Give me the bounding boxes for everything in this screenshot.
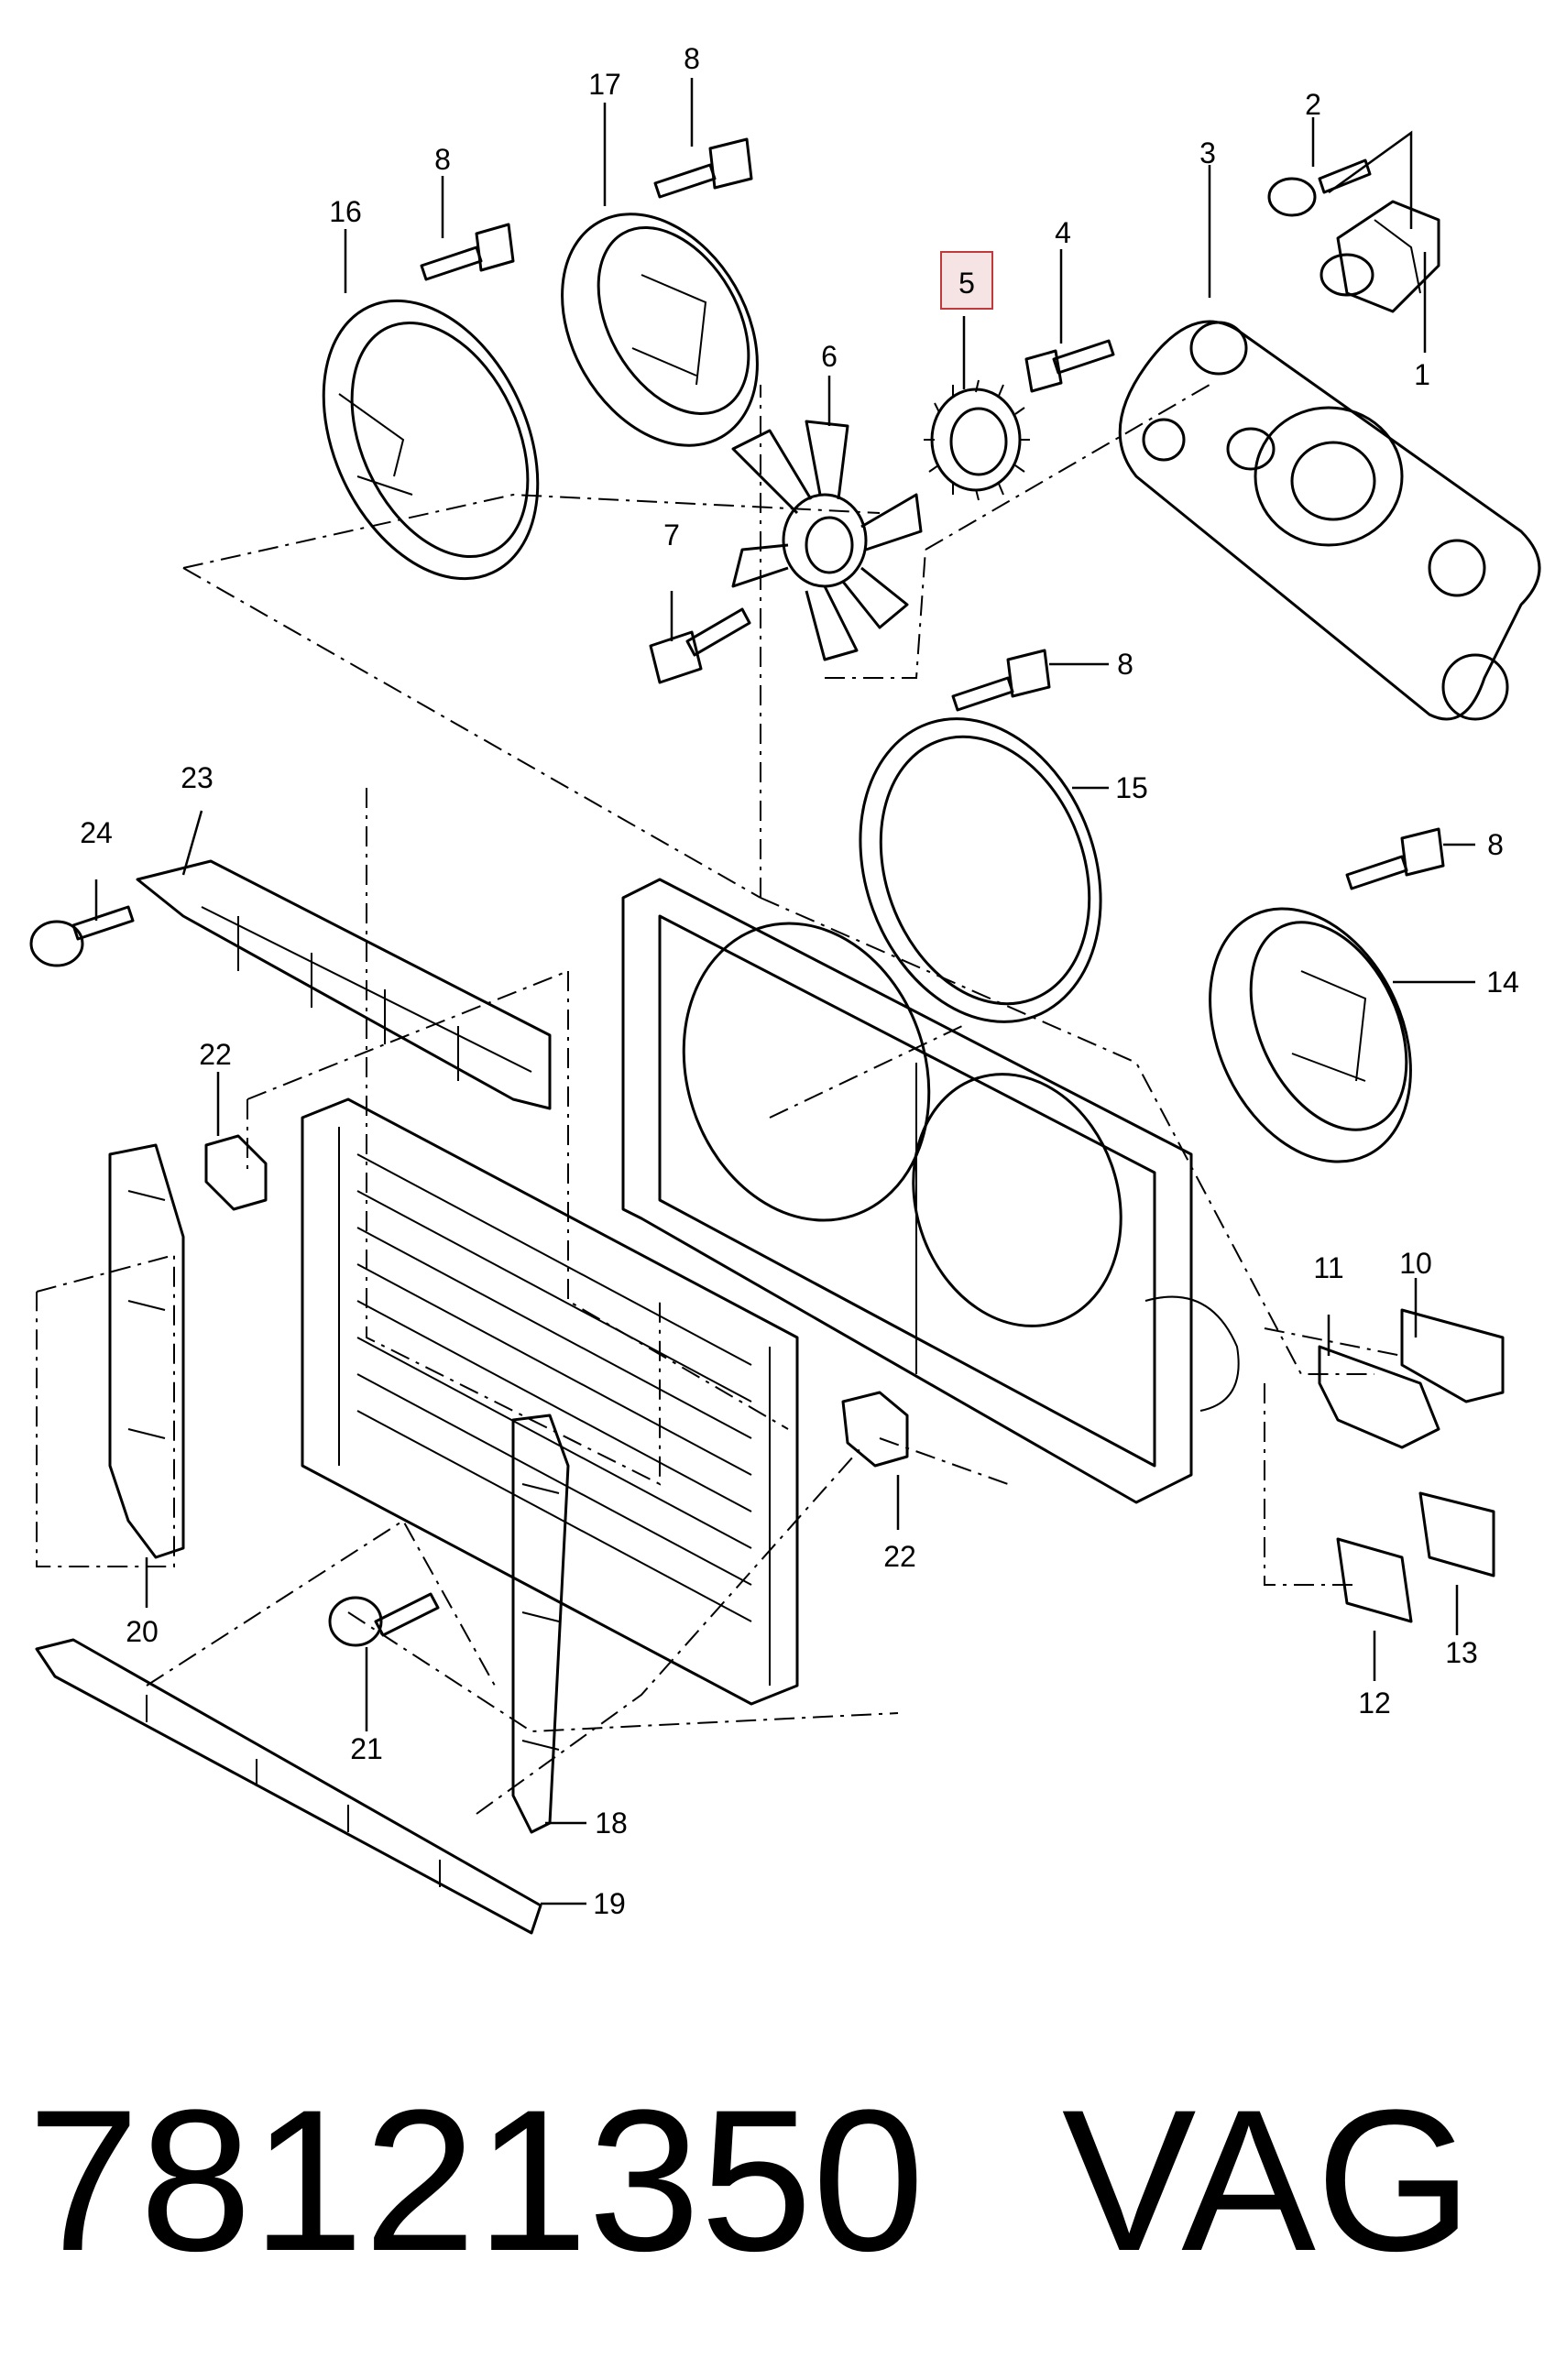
callout-22-lower: 22 — [883, 1540, 916, 1573]
side-air-guide-20 — [108, 1143, 185, 1559]
bolt-2 — [1267, 158, 1372, 217]
callout-11: 11 — [1313, 1251, 1343, 1284]
callout-16: 16 — [329, 195, 362, 228]
radiator — [301, 1097, 799, 1706]
callout-3: 3 — [1199, 136, 1216, 169]
assembly-centerlines — [36, 384, 1403, 1815]
tensioner-bracket-1 — [1320, 200, 1440, 313]
callout-13: 13 — [1445, 1636, 1478, 1669]
callout-15: 15 — [1115, 771, 1148, 804]
fan-6 — [731, 420, 923, 661]
callout-5-highlight — [940, 251, 993, 310]
bolt-4 — [1024, 339, 1115, 393]
callout-19: 19 — [593, 1887, 626, 1920]
part-footer: 78121350 VAG — [27, 2061, 1512, 2299]
callout-18: 18 — [595, 1807, 628, 1840]
callout-2: 2 — [1305, 88, 1321, 121]
side-air-guide-18 — [511, 1414, 570, 1834]
callout-1: 1 — [1414, 358, 1430, 391]
callout-12: 12 — [1358, 1687, 1391, 1719]
callout-4: 4 — [1055, 216, 1071, 249]
bolt-8-b — [653, 137, 753, 199]
callout-24: 24 — [80, 816, 113, 849]
callout-5: 5 — [958, 267, 975, 300]
fan-shroud-ring-15 — [859, 717, 1102, 1023]
brand-name: VAG — [1061, 2068, 1473, 2293]
fan-shroud-ring-16 — [322, 299, 540, 581]
callout-8-right: 8 — [1487, 828, 1504, 861]
callout-8-top: 8 — [684, 42, 700, 75]
bracket-13 — [1418, 1491, 1495, 1578]
callout-6: 6 — [821, 340, 838, 373]
callout-8-left: 8 — [434, 143, 451, 176]
radiator-frame-carrier — [621, 878, 1240, 1504]
callout-21: 21 — [350, 1732, 383, 1765]
bolt-8-c — [951, 649, 1051, 712]
callout-labels: 1 2 3 4 5 6 7 8 8 8 8 10 11 12 13 14 15 … — [80, 42, 1519, 1920]
fan-shroud-14 — [1209, 907, 1412, 1163]
air-guide-23 — [136, 859, 552, 1110]
fan-shroud-17 — [561, 213, 759, 447]
leader-lines — [94, 78, 1475, 1905]
part-number: 78121350 — [27, 2068, 925, 2293]
bolt-24 — [29, 905, 135, 967]
bracket-10 — [1400, 1308, 1505, 1403]
bracket-12 — [1336, 1537, 1413, 1623]
bracket-11 — [1318, 1345, 1440, 1449]
callout-10: 10 — [1399, 1247, 1432, 1280]
bolt-8-a — [420, 223, 515, 281]
callout-14: 14 — [1486, 966, 1519, 999]
callout-17: 17 — [588, 68, 621, 101]
clip-22-lower — [841, 1391, 909, 1468]
bolt-7 — [649, 607, 751, 684]
callout-8-middle: 8 — [1117, 648, 1133, 681]
callout-20: 20 — [126, 1615, 159, 1648]
callout-23: 23 — [181, 761, 214, 794]
callout-7: 7 — [663, 519, 680, 551]
viscous-coupling-5 — [924, 379, 1030, 501]
drive-belt-3 — [1118, 320, 1541, 721]
bolt-8-d — [1345, 827, 1445, 890]
callout-22-upper: 22 — [199, 1038, 232, 1071]
lower-air-guide-19 — [35, 1638, 542, 1935]
bolt-21 — [328, 1592, 440, 1647]
exploded-view-drawing: 1 2 3 4 5 6 7 8 8 8 8 10 11 12 13 14 15 … — [29, 42, 1541, 1935]
clip-22-upper — [204, 1134, 268, 1211]
